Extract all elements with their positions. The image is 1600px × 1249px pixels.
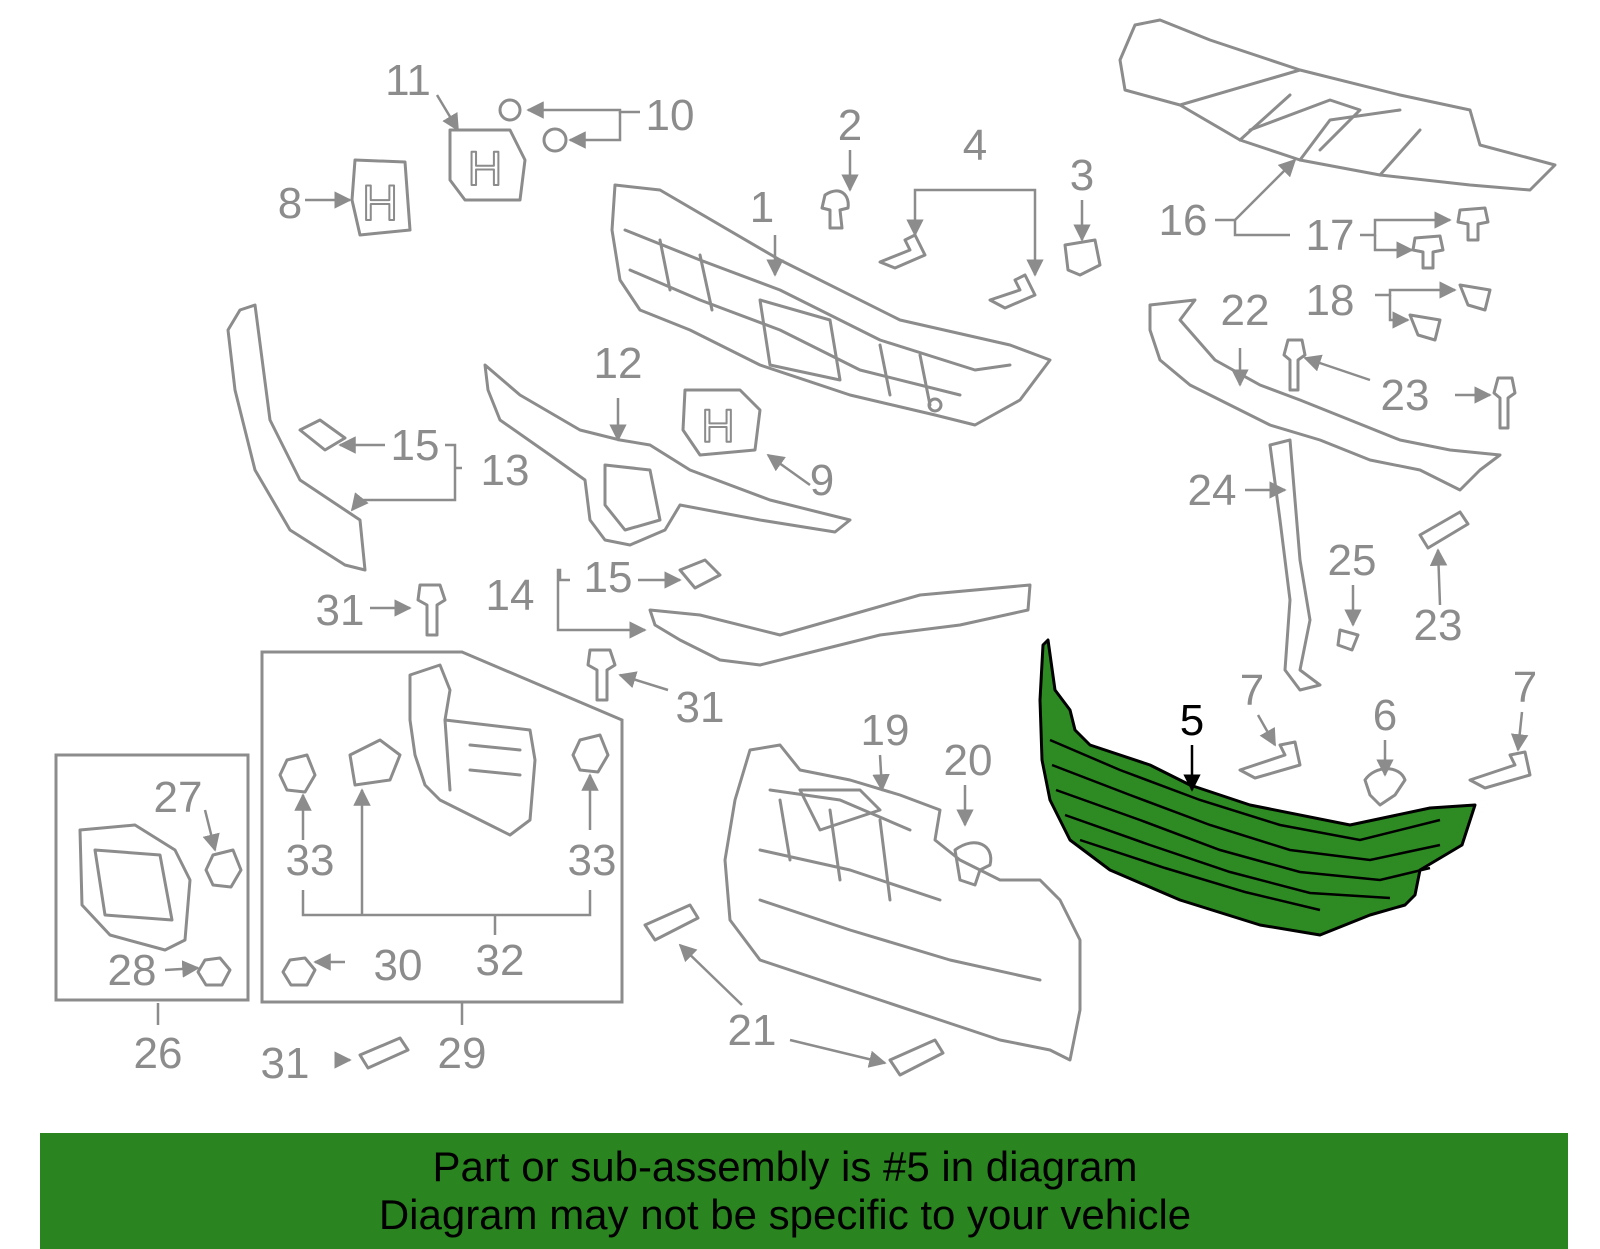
callout-6: 6	[1373, 691, 1397, 740]
callout-5: 5	[1180, 696, 1204, 745]
svg-text:H: H	[468, 143, 503, 196]
callout-11: 11	[385, 56, 431, 105]
callout-20: 20	[944, 736, 993, 785]
callout-13: 13	[481, 446, 530, 495]
callout-8: 8	[278, 179, 302, 228]
callout-15b: 15	[584, 553, 633, 602]
sensor-kit-box	[54, 753, 250, 1002]
svg-text:H: H	[701, 400, 734, 452]
callout-3: 3	[1070, 151, 1094, 200]
absorber-part	[723, 743, 1082, 1062]
callout-2: 2	[838, 101, 862, 150]
callout-33b: 33	[568, 836, 617, 885]
banner-line-disclaimer: Diagram may not be specific to your vehi…	[378, 1191, 1192, 1238]
callout-10: 10	[646, 91, 695, 140]
fastener-parts	[196, 189, 1532, 1077]
callout-12: 12	[594, 339, 643, 388]
lower-grille-highlighted	[1038, 638, 1477, 937]
grille-molding-part	[483, 363, 852, 547]
callout-24: 24	[1188, 466, 1237, 515]
callout-7a: 7	[1240, 666, 1264, 715]
callout-14: 14	[486, 571, 535, 620]
callout-18: 18	[1306, 276, 1355, 325]
callout-16: 16	[1159, 196, 1208, 245]
side-molding-part	[226, 303, 367, 572]
callout-22: 22	[1221, 286, 1270, 335]
radiator-cover-part	[1118, 18, 1557, 192]
callout-17: 17	[1306, 211, 1355, 260]
bracket-kit-box	[260, 650, 624, 1004]
callout-19: 19	[861, 706, 910, 755]
radar-sensor-part	[78, 823, 192, 952]
callout-23b: 23	[1414, 601, 1463, 650]
bracket-assembly-part	[408, 663, 537, 837]
callout-23a: 23	[1381, 371, 1430, 420]
callout-29: 29	[438, 1029, 487, 1078]
callout-31b: 31	[676, 683, 725, 732]
callout-31a: 31	[316, 586, 365, 635]
lower-molding-part	[648, 583, 1032, 667]
callout-32: 32	[476, 936, 525, 985]
info-banner: Part or sub-assembly is #5 in diagram Di…	[40, 1133, 1568, 1249]
callout-9: 9	[810, 456, 834, 505]
callout-26: 26	[134, 1029, 183, 1078]
svg-text:H: H	[362, 175, 398, 231]
callout-27: 27	[154, 773, 203, 822]
upper-grille-part	[610, 183, 1052, 427]
callout-31c: 31	[261, 1039, 310, 1088]
callout-33a: 33	[286, 836, 335, 885]
emblem-parts: H H H	[350, 98, 762, 457]
callout-15a: 15	[391, 421, 440, 470]
callout-28: 28	[108, 946, 157, 995]
callout-30: 30	[374, 941, 423, 990]
banner-line-part: Part or sub-assembly is #5 in diagram	[432, 1143, 1138, 1190]
callout-25: 25	[1328, 536, 1377, 585]
callout-1: 1	[750, 183, 774, 232]
callout-labels: 1 2 3 4 5 6 7 7 8 9 10 11 12 13 14 15 15…	[108, 56, 1538, 1088]
callout-7b: 7	[1513, 663, 1537, 712]
reinforcement-parts	[1148, 298, 1502, 692]
callout-21: 21	[728, 1006, 777, 1055]
callout-4: 4	[963, 121, 987, 170]
leader-lines	[156, 94, 1529, 1069]
